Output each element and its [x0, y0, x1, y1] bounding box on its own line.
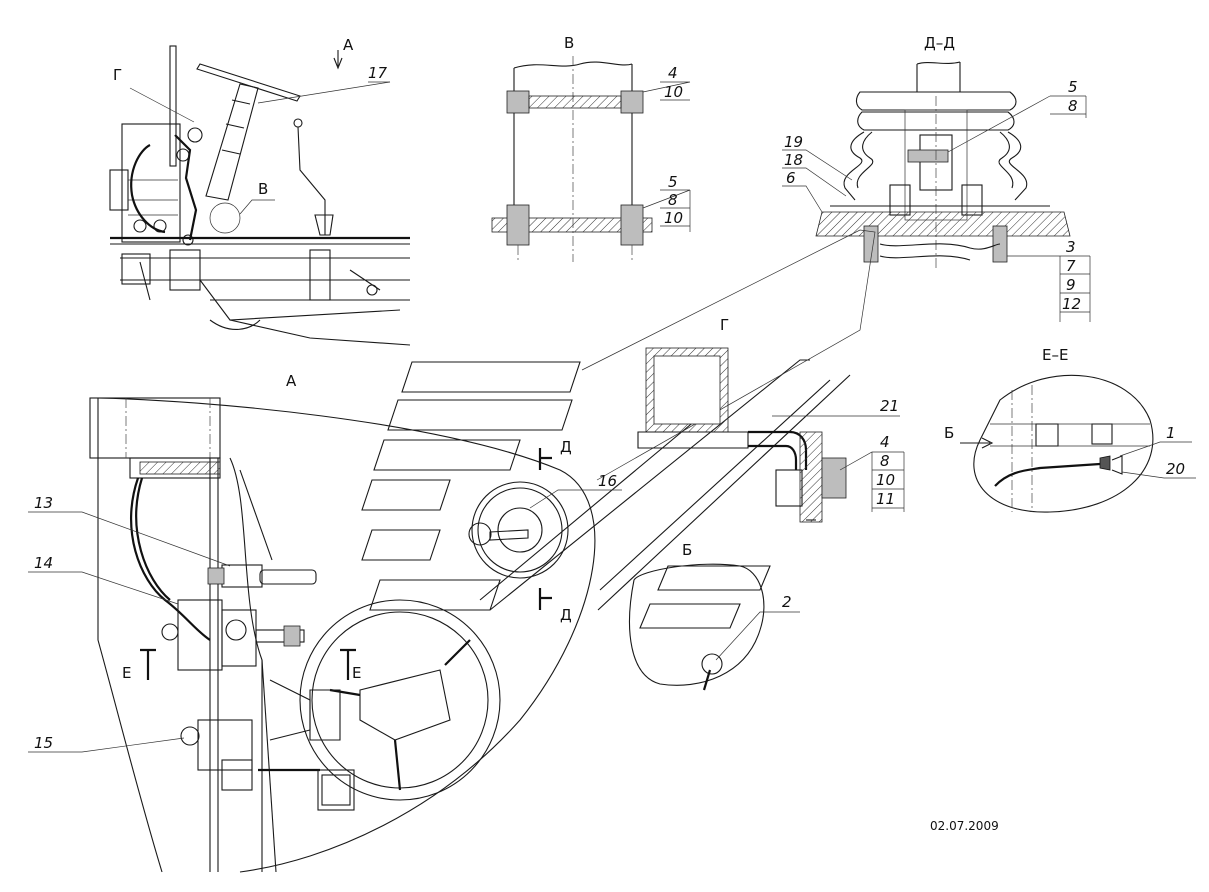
main-view-arrow-label: А: [343, 36, 354, 54]
callout-17: 17: [368, 64, 388, 82]
callout-2: 2: [782, 593, 792, 611]
callout-14: 14: [34, 554, 53, 572]
view-g: Г 21 4 8 10 11: [637, 316, 905, 523]
view-a: А: [28, 372, 596, 873]
section-ee-title: Е–Е: [1042, 346, 1068, 364]
callout-10-g: 10: [876, 471, 895, 489]
cut-d-top: Д: [560, 438, 572, 456]
callout-15: 15: [34, 734, 53, 752]
callout-6: 6: [786, 169, 796, 187]
view-g-title: Г: [720, 316, 729, 334]
view-b-title: В: [564, 34, 574, 52]
callout-7: 7: [1066, 257, 1076, 275]
cut-e-right: Е: [352, 664, 361, 682]
section-ee: Е–Е Б 1 20: [944, 346, 1196, 513]
view-b-small-title: Б: [682, 541, 692, 559]
callout-4-v: 4: [668, 64, 678, 82]
callout-5-dd: 5: [1068, 78, 1078, 96]
cut-d-bottom: Д: [560, 606, 572, 624]
callout-8-v: 8: [668, 191, 678, 209]
section-dd: Д–Д 5 8 19 18 6: [782, 34, 1091, 322]
callout-3: 3: [1066, 238, 1076, 256]
callout-8-dd: 8: [1068, 97, 1078, 115]
view-b-small: Б 2: [629, 541, 800, 691]
callout-13: 13: [34, 494, 53, 512]
callout-10-v2: 10: [664, 209, 683, 227]
callout-1: 1: [1166, 424, 1176, 442]
callout-20: 20: [1166, 460, 1185, 478]
callout-18: 18: [784, 151, 803, 169]
section-dd-title: Д–Д: [924, 34, 955, 52]
cut-e-left: Е: [122, 664, 131, 682]
date-stamp: 02.07.2009: [930, 819, 999, 833]
shift-knob-center: Д Д 16: [361, 229, 876, 624]
view-a-title: А: [286, 372, 297, 390]
main-side-view: А Г В 17: [109, 36, 411, 346]
callout-16: 16: [598, 472, 617, 490]
callout-11-g: 11: [876, 490, 895, 508]
main-view-b-label: В: [258, 180, 268, 198]
callout-8-g: 8: [880, 452, 890, 470]
callout-10-v: 10: [664, 83, 683, 101]
callout-12: 12: [1062, 295, 1081, 313]
arrow-b-ee-label: Б: [944, 424, 954, 442]
callout-19: 19: [784, 133, 803, 151]
callout-5-v: 5: [668, 173, 678, 191]
callout-9: 9: [1066, 276, 1076, 294]
callout-4-g: 4: [880, 433, 890, 451]
main-view-g-label: Г: [113, 66, 122, 84]
callout-21: 21: [880, 397, 899, 415]
view-b: В 4 10 5 8 10: [491, 34, 691, 262]
